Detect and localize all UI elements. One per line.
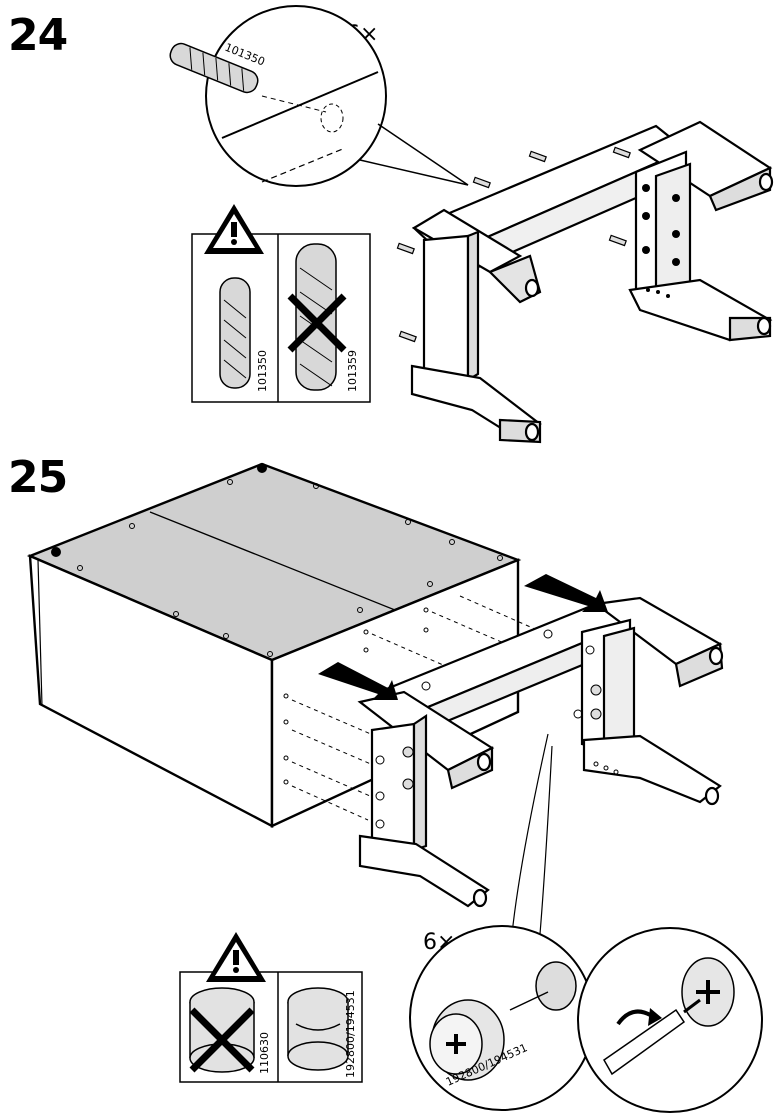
screwdriver-detail-callout xyxy=(577,927,763,1113)
correct-dowel-icon xyxy=(219,277,251,389)
wrong-cam-lock-icon xyxy=(189,987,255,1073)
cam-lock-icon xyxy=(429,961,577,1081)
rotate-clockwise-icon xyxy=(616,1008,662,1026)
wrong-cam-lock-part-id: 110630 xyxy=(258,1032,271,1074)
step-number-25: 25 xyxy=(8,452,68,503)
arrow-right-icon xyxy=(318,662,398,700)
underframe-step-24 xyxy=(410,120,774,444)
cabinet-corner-holes xyxy=(51,463,267,557)
underframe-step-25 xyxy=(357,596,724,908)
underframe-fittings-25 xyxy=(375,629,619,829)
cabinet-top-screws xyxy=(77,479,503,657)
screwdriver-icon xyxy=(603,998,701,1076)
cabinet-body xyxy=(26,462,522,828)
cabinet-side-holes xyxy=(283,607,429,785)
correct-cam-lock-part-id: 192800/194531 xyxy=(344,990,357,1078)
warning-icon xyxy=(204,204,264,254)
warning-icon xyxy=(206,932,266,982)
dowels-step-24 xyxy=(396,146,631,343)
dowel-icon xyxy=(169,42,259,94)
arrow-right-icon xyxy=(524,574,608,612)
cam-lock-warning-box: 110630 192800/194531 xyxy=(179,932,363,1083)
step-number-24: 24 xyxy=(8,10,68,61)
forbidden-cross-icon xyxy=(287,293,347,353)
leg-bolt-holes-24 xyxy=(642,184,680,298)
wrong-dowel-part-id: 101359 xyxy=(346,350,359,392)
cam-lock-detail-callout: 192800/194531 xyxy=(409,925,595,1111)
dowel-detail-callout: 101350 xyxy=(169,5,469,187)
forbidden-cross-icon xyxy=(189,1007,255,1073)
correct-dowel-part-id: 101350 xyxy=(256,350,269,392)
dowel-warning-box: 101350 101359 xyxy=(191,204,371,403)
correct-cam-lock-icon xyxy=(287,987,349,1071)
wrong-dowel-icon xyxy=(295,243,337,391)
